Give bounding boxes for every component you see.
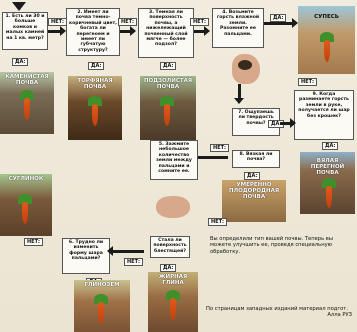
arrow-q4-sandy — [264, 22, 294, 25]
soil-moderate-label: УМЕРЕННО ПЛОДОРОДНАЯ ПОЧВА — [228, 182, 280, 200]
carrot-top-icon — [160, 96, 174, 106]
q2-no-tag: НЕТ: — [118, 18, 138, 26]
carrot-top-icon — [320, 32, 334, 42]
soil-loam-label: СУГЛИНОК — [8, 176, 44, 182]
question-shine: Стала ли поверхность блестящей? — [150, 236, 190, 258]
q7-no-tag: НЕТ: — [210, 144, 230, 152]
soil-podzol: ПОДЗОЛИСТАЯ ПОЧВА — [140, 76, 196, 140]
carrot-icon — [324, 40, 330, 62]
carrot-icon — [24, 98, 30, 120]
carrot-icon — [92, 104, 98, 126]
start-arrow — [12, 2, 26, 11]
question-9-text: 9. Когда разминаете горсть земли в руке,… — [298, 92, 350, 119]
question-8-text: 8. Вязкая ли почва? — [239, 152, 273, 163]
arrow-q1-q2-head — [60, 26, 66, 36]
soil-sandy-label: СУПЕСЬ — [314, 14, 339, 20]
arrow-q7-q5 — [198, 156, 228, 159]
carrot-icon — [164, 104, 170, 126]
question-9: 9. Когда разминаете горсть земли в руке,… — [294, 90, 354, 140]
carrot-icon — [170, 298, 176, 320]
insects-illustration — [54, 140, 146, 212]
arrow-q4-sandy-head — [292, 18, 298, 28]
question-6: 6. Трудно ли изменить форму шара пальцам… — [62, 238, 110, 274]
q4-yes-tag: ДА: — [270, 14, 287, 22]
soil-clay: ГЛИНОЗЕМ — [74, 280, 130, 332]
q3-no-tag: НЕТ: — [190, 18, 210, 26]
q1-no-tag: НЕТ: — [48, 18, 68, 26]
question-1-text: 1. Есть ли 30 и больше комков и малых ка… — [5, 14, 45, 41]
carrot-top-icon — [88, 96, 102, 106]
question-2: 2. Имеет ли почва темно-коричневый цвет,… — [66, 8, 120, 56]
q8-yes-tag: ДА: — [244, 172, 261, 180]
carrot-top-icon — [94, 294, 108, 304]
footer-line-1: По страницам западных изданий материал п… — [206, 306, 348, 312]
q3-yes-tag: ДА: — [160, 62, 177, 70]
carrot-icon — [22, 202, 28, 224]
arrow-q2-q3 — [120, 30, 132, 33]
arrow-q6-qround — [110, 250, 144, 253]
soil-clay-label: ГЛИНОЗЕМ — [84, 282, 120, 288]
arrow-q3-q4 — [194, 30, 206, 33]
carrot-top-icon — [322, 178, 336, 188]
soil-fat-clay: ЖИРНАЯ ГЛИНА — [148, 272, 198, 332]
soil-humus-heavy-label: ВЯЛАЯ ПЕРЕГНОЙ ПОЧВА — [310, 158, 345, 176]
question-7-text: 7. Ощупаешь ли твердость почвы? — [238, 110, 274, 126]
arrow-q7-q9 — [280, 122, 292, 125]
footer-credit: По страницам западных изданий материал п… — [206, 306, 356, 319]
arrow-q7-q9-head — [290, 118, 296, 128]
soil-stony-label: КАМЕНИСТАЯ ПОЧВА — [5, 74, 49, 86]
question-5-text: 5. Зажмите небольшое количество земли ме… — [156, 142, 192, 175]
conclusion-note: Вы определили тип вашей почвы. Теперь вы… — [210, 236, 333, 255]
arrow-q2-q3-head — [130, 26, 136, 36]
arrow-q4-q7-head — [234, 98, 244, 104]
q5-no-tag: НЕТ: — [208, 218, 228, 226]
arrow-q6-qround-head — [107, 246, 113, 256]
footer-line-2: Алла РУЗ — [327, 312, 352, 319]
soil-clump-icon — [238, 60, 252, 70]
soil-moderate: УМЕРЕННО ПЛОДОРОДНАЯ ПОЧВА — [222, 180, 286, 222]
question-5: 5. Зажмите небольшое количество земли ме… — [150, 140, 198, 180]
soil-podzol-label: ПОДЗОЛИСТАЯ ПОЧВА — [143, 78, 193, 90]
soil-humus-heavy: ВЯЛАЯ ПЕРЕГНОЙ ПОЧВА — [300, 152, 355, 214]
hand-ball-image — [156, 196, 190, 218]
question-8: 8. Вязкая ли почва? — [232, 150, 280, 168]
arrow-q3-q4-head — [204, 26, 210, 36]
soil-fat-clay-label: ЖИРНАЯ ГЛИНА — [158, 274, 188, 286]
question-1: 1. Есть ли 30 и больше комков и малых ка… — [2, 12, 48, 50]
question-6-text: 6. Трудно ли изменить форму шара пальцам… — [68, 240, 104, 262]
q2-yes-tag: ДА: — [88, 62, 105, 70]
soil-peat-label: ТОРФЯНАЯ ПОЧВА — [77, 78, 113, 90]
question-4-text: 4. Возьмите горсть влажной земли. Разомн… — [216, 10, 260, 37]
q9-yes-tag: ДА: — [322, 142, 339, 150]
carrot-top-icon — [166, 290, 180, 300]
question-3: 3. Темная ли поверхность почвы, а нижеле… — [138, 8, 194, 58]
arrow-q4-q7 — [238, 84, 241, 100]
carrot-icon — [326, 186, 332, 208]
shine-yes-tag: ДА: — [160, 264, 177, 272]
q1-yes-tag: ДА: — [12, 58, 29, 66]
soil-peat: ТОРФЯНАЯ ПОЧВА — [68, 76, 122, 140]
question-4: 4. Возьмите горсть влажной земли. Разомн… — [212, 8, 264, 48]
soil-sandy: СУПЕСЬ — [298, 6, 355, 74]
question-shine-text: Стала ли поверхность блестящей? — [153, 238, 187, 254]
question-3-text: 3. Темная ли поверхность почвы, а нижеле… — [144, 10, 188, 48]
question-2-text: 2. Имеет ли почва темно-коричневый цвет,… — [69, 10, 117, 53]
shine-no-tag: НЕТ: — [124, 258, 144, 266]
carrot-top-icon — [18, 194, 32, 204]
q9-no-tag: НЕТ: — [298, 78, 318, 86]
carrot-top-icon — [20, 90, 34, 100]
soil-stony: КАМЕНИСТАЯ ПОЧВА — [0, 72, 54, 134]
q6-no-tag: НЕТ: — [24, 238, 44, 246]
soil-loam: СУГЛИНОК — [0, 174, 52, 236]
carrot-icon — [98, 302, 104, 324]
arrow-q1-q2 — [48, 30, 62, 33]
